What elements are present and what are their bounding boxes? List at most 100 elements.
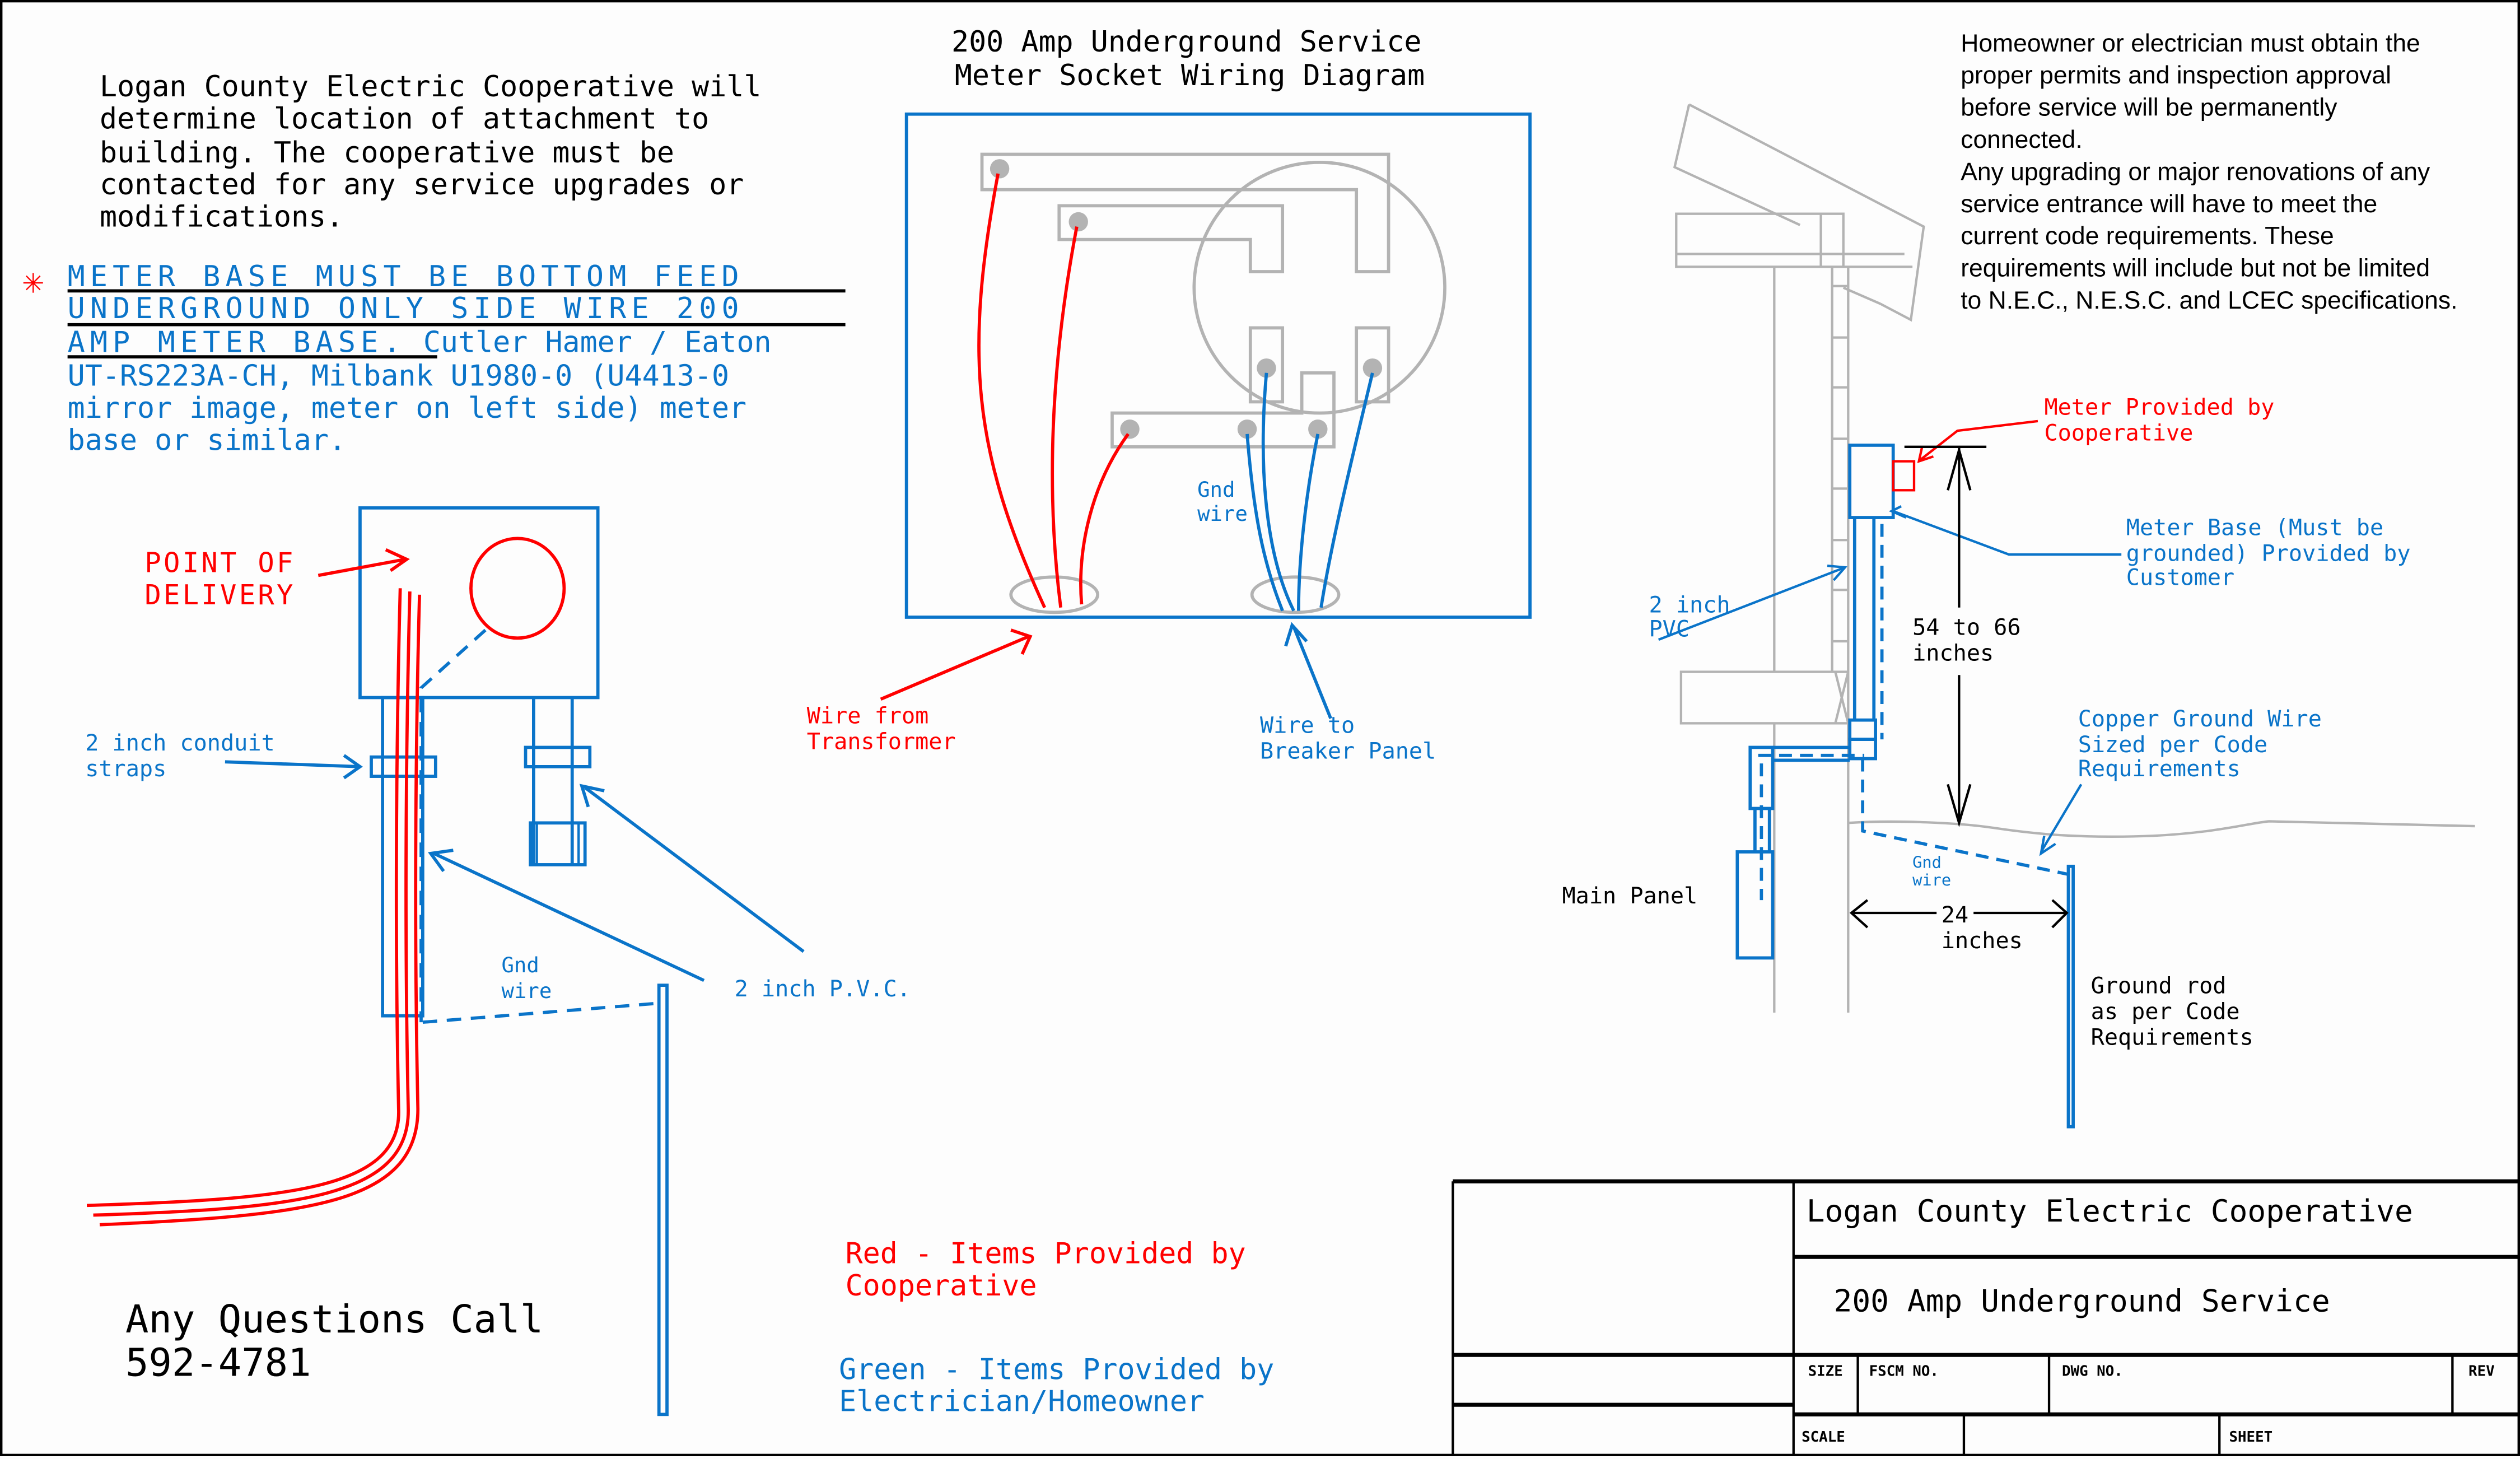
socket-diagram-title: 200 Amp Underground Service Meter Socket…	[951, 25, 1425, 92]
pvc-label: 2 inch	[1649, 592, 1730, 618]
legend-red: Red - Items Provided by	[846, 1237, 1246, 1271]
note-line: requirements will include but not be lim…	[1961, 255, 2430, 282]
note-line: proper permits and inspection approval	[1961, 62, 2391, 89]
ground-wire	[422, 1001, 662, 1024]
service-wire	[99, 594, 421, 1227]
meter-base-label: grounded) Provided by	[2126, 541, 2411, 567]
permit-note: Homeowner or electrician must obtain the…	[1961, 30, 2457, 314]
arrow-icon	[225, 754, 363, 780]
fscm-label: FSCM NO.	[1869, 1363, 1939, 1380]
line-wire	[1079, 433, 1130, 605]
main-panel-label: Main Panel	[1562, 883, 1698, 909]
note-line: connected.	[1961, 126, 2083, 153]
note-line: before service will be permanently	[1961, 94, 2337, 122]
cooperative-location-note: Logan County Electric Cooperative will d…	[100, 70, 761, 234]
size-label: SIZE	[1808, 1363, 1843, 1380]
sheet-label: SHEET	[2229, 1429, 2272, 1446]
meter-provided-label: Cooperative	[2044, 420, 2193, 446]
meter-icon	[1892, 460, 1916, 492]
conduit-straps-label: straps	[85, 756, 166, 782]
arrow-icon	[428, 849, 705, 982]
roof	[1673, 103, 1925, 322]
grade-line	[1848, 820, 2475, 838]
note-line: building. The cooperative must be	[100, 136, 674, 170]
gnd-wire-label: wire	[1197, 501, 1248, 526]
house-labels: Meter Provided by Cooperative Meter Base…	[1562, 394, 2411, 1050]
model-line: UT-RS223A-CH, Milbank U1980-0 (U4413-0	[68, 360, 729, 393]
rev-label: REV	[2468, 1363, 2495, 1380]
note-line: Homeowner or electrician must obtain the	[1961, 30, 2420, 57]
line-wire	[977, 173, 1047, 608]
ground-wire	[419, 628, 487, 1023]
contact-label: Any Questions Call	[125, 1297, 543, 1342]
note-line: Any upgrading or major renovations of an…	[1961, 158, 2430, 185]
arrow-icon	[1284, 622, 1332, 719]
title-block	[1452, 1179, 2520, 1456]
conduit-fitting	[529, 821, 587, 866]
arrow-icon	[1917, 419, 2038, 463]
note-line: determine location of attachment to	[100, 102, 709, 136]
ground-wire	[1861, 758, 2069, 876]
arrow-icon	[880, 628, 1033, 701]
note-line: Logan County Electric Cooperative will	[100, 70, 761, 104]
meter-base-label: Meter Base (Must be	[2126, 515, 2383, 541]
load-wire	[1319, 372, 1374, 608]
requirement-line: UNDERGROUND ONLY SIDE WIRE 200	[68, 292, 744, 325]
terminal-lugs	[990, 159, 1383, 439]
dwg-label: DWG NO.	[2062, 1363, 2123, 1380]
meter-base-box	[358, 506, 600, 700]
meter-icon	[469, 537, 566, 640]
distance-dimension-label: inches	[1942, 928, 2023, 954]
socket-title-line: Meter Socket Wiring Diagram	[955, 59, 1425, 92]
service-wire	[93, 591, 412, 1217]
pvc-label: 2 inch P.V.C.	[735, 976, 911, 1002]
note-line: service entrance will have to meet the	[1961, 190, 2377, 218]
requirement-line: AMP METER BASE. Cutler Hamer / Eaton	[68, 325, 772, 359]
wire-from-label: Wire from	[807, 703, 929, 729]
arrow-icon	[579, 784, 805, 953]
distance-dimension-label: 24	[1942, 902, 1968, 928]
legend-green: Green - Items Provided by	[839, 1353, 1274, 1386]
note-line: to N.E.C., N.E.S.C. and LCEC specificati…	[1961, 287, 2457, 314]
height-dimension-label: inches	[1912, 640, 1994, 666]
legend-green: Electrician/Homeowner	[839, 1385, 1205, 1419]
title-block-text: Logan County Electric Cooperative 200 Am…	[1802, 1193, 2495, 1446]
asterisk-icon: ✳	[22, 259, 44, 301]
model-line: mirror image, meter on left side) meter	[68, 391, 747, 425]
meter-base	[1848, 444, 1895, 519]
color-legend: Red - Items Provided by Cooperative Gree…	[839, 1237, 1274, 1419]
meter-ring	[1192, 160, 1446, 415]
conduit-entry	[1250, 575, 1341, 614]
point-of-delivery-label: DELIVERY	[144, 579, 295, 611]
note-line: contacted for any service upgrades or	[100, 168, 744, 202]
drawing-title: 200 Amp Underground Service	[1834, 1283, 2330, 1319]
meter-provided-label: Meter Provided by	[2044, 394, 2274, 420]
wire-to-label: Breaker Panel	[1260, 739, 1436, 765]
contact-info: Any Questions Call 592-4781	[125, 1297, 543, 1385]
gnd-wire-label: wire	[1912, 870, 1951, 889]
conduit-strap	[524, 745, 592, 768]
copper-ground-label: Copper Ground Wire	[2078, 706, 2322, 732]
copper-ground-label: Sized per Code	[2078, 732, 2267, 758]
service-equipment	[1658, 444, 2122, 1129]
ground-rod	[657, 983, 669, 1416]
load-wire	[1297, 433, 1320, 611]
meter-base-requirement-note: ✳ METER BASE MUST BE BOTTOM FEED UNDERGR…	[22, 259, 846, 458]
gnd-wire-label: Gnd	[1912, 853, 1942, 872]
height-dimension-label: 54 to 66	[1912, 615, 2020, 641]
pvc-label: PVC	[1649, 616, 1690, 642]
eave	[1675, 212, 1845, 268]
dimension-lines	[1849, 445, 2069, 929]
floor-sill	[1679, 670, 1850, 725]
conduit-entry	[1009, 575, 1100, 614]
service-wire	[86, 588, 402, 1208]
meter-front-view	[86, 506, 805, 1416]
siding-lines	[1832, 285, 1849, 643]
meter-base-label: Customer	[2126, 565, 2234, 591]
ground-rod-label: Ground rod	[2091, 973, 2227, 999]
wire-to-label: Wire to	[1260, 713, 1355, 739]
ground-rod-label: as per Code	[2091, 999, 2240, 1024]
